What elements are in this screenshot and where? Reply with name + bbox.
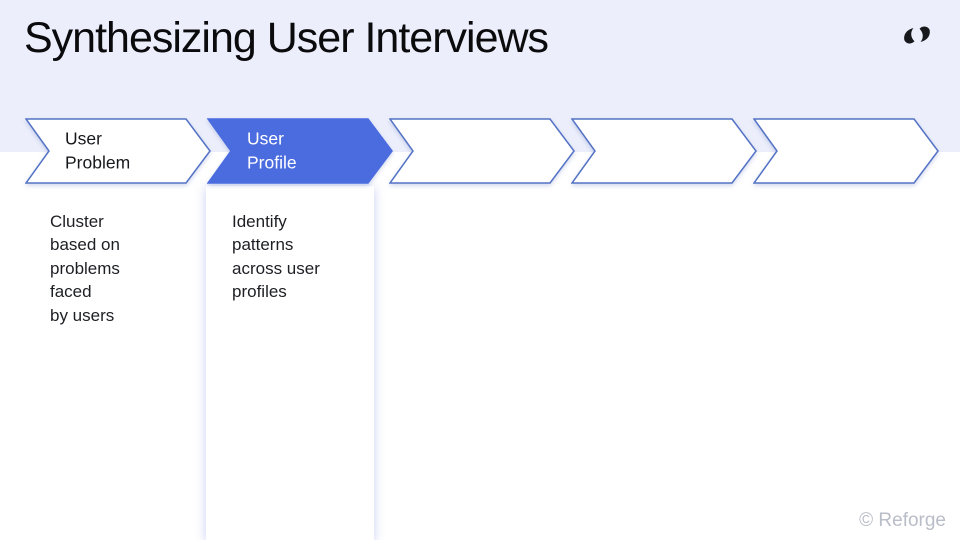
stage-label: User Profile <box>247 128 297 173</box>
stage-user-problem: User Problem Cluster based on problems f… <box>25 118 211 325</box>
process-flow: User Problem Cluster based on problems f… <box>25 118 939 325</box>
stage-4-empty <box>571 118 757 184</box>
stage-3-empty <box>389 118 575 184</box>
slide-title: Synthesizing User Interviews <box>24 14 549 62</box>
stage-user-profile: User Profile Identify patterns across us… <box>207 118 393 301</box>
reforge-logo-icon <box>900 21 934 51</box>
stage-description: Identify patterns across user profiles <box>232 212 320 302</box>
stage-5-empty <box>753 118 939 184</box>
stage-description: Cluster based on problems faced by users <box>50 212 120 325</box>
chevron-shape <box>753 118 939 184</box>
chevron-shape <box>389 118 575 184</box>
chevron-shape <box>207 118 393 184</box>
stage-label: User Problem <box>65 128 131 173</box>
chevron-shape <box>25 118 211 184</box>
watermark: © Reforge <box>859 510 946 531</box>
active-stage-card <box>206 186 374 540</box>
chevron-shape <box>571 118 757 184</box>
